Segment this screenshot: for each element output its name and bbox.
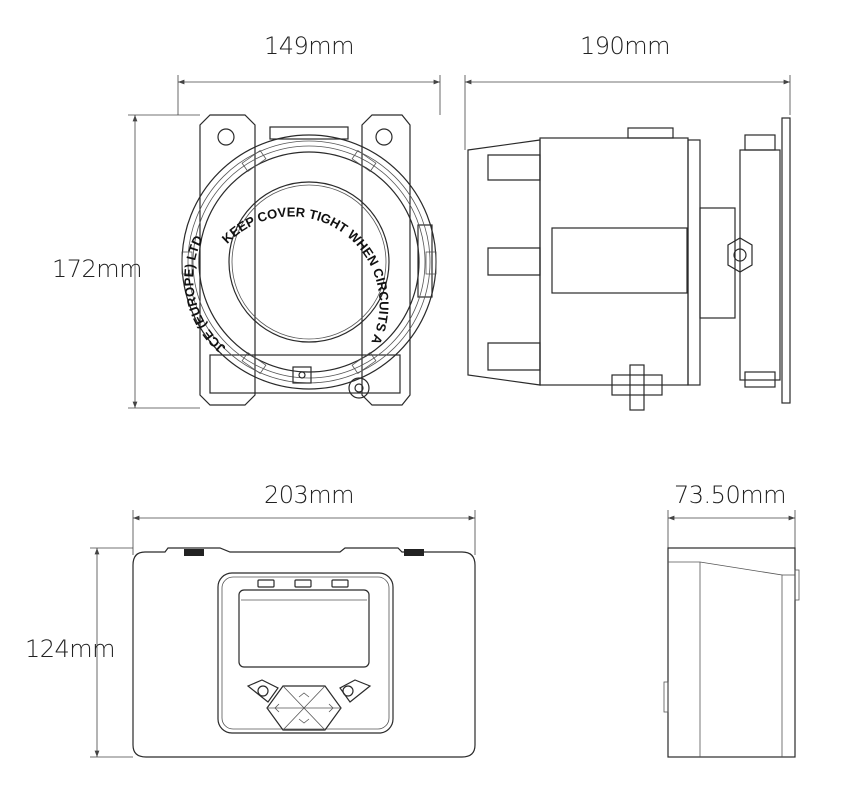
arrow-down-icon xyxy=(298,718,310,724)
enclosure-side-view xyxy=(467,117,791,411)
display-width-label: 203mm xyxy=(264,481,354,509)
dimension-display-width: 203mm xyxy=(132,481,476,555)
display-height-label: 124mm xyxy=(25,635,115,663)
earth-screw-icon xyxy=(348,377,370,399)
dimension-display-height: 124mm xyxy=(25,547,133,758)
status-leds xyxy=(257,579,349,588)
keypad xyxy=(246,679,372,731)
side-depth-label: 190mm xyxy=(580,32,670,60)
arrow-left-icon xyxy=(274,703,280,713)
arrow-right-icon xyxy=(328,703,334,713)
display-front-view xyxy=(132,547,476,758)
display-depth-label: 73.50mm xyxy=(674,481,786,509)
arrow-up-icon xyxy=(298,692,310,698)
dimension-display-depth: 73.50mm xyxy=(667,481,796,548)
lcd-screen xyxy=(238,589,370,668)
dimension-side-depth: 190mm xyxy=(464,32,791,150)
front-width-label: 149mm xyxy=(264,32,354,60)
dimension-front-width: 149mm xyxy=(177,32,441,115)
display-side-view xyxy=(663,547,800,758)
height-label: 172mm xyxy=(52,255,142,283)
dimension-height: 172mm xyxy=(52,114,200,409)
enclosure-front-view: KEEP COVER TIGHT WHEN CIRCUITS ALIVE JCE… xyxy=(0,0,437,406)
